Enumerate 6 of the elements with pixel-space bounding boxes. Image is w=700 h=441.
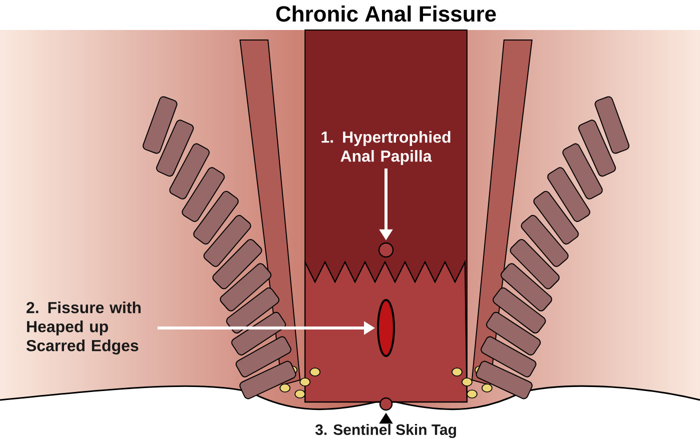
callout-label: 2. Fissure with Heaped up Scarred Edges xyxy=(26,302,141,354)
anal-papilla xyxy=(378,242,394,258)
skin-tag xyxy=(379,397,393,411)
callout-label: 1. Hypertrophied Anal Papilla xyxy=(322,131,450,165)
title: Chronic Anal Fissure xyxy=(276,6,496,22)
callout-label: 3. Sentinel Skin Tag xyxy=(315,424,456,438)
